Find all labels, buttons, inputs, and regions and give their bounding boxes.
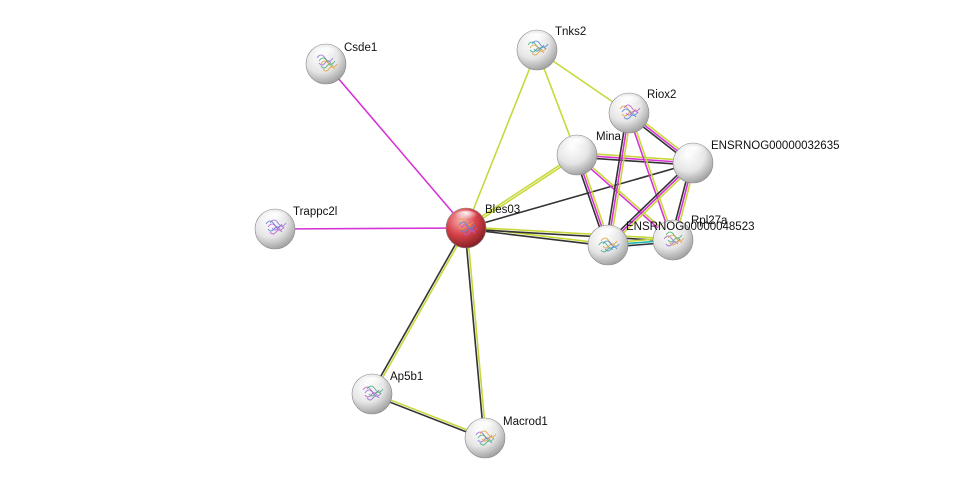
node-Csde1[interactable]: Csde1	[305, 42, 377, 85]
node-label: Riox2	[647, 89, 676, 101]
node-label: ENSRNOG00000048523	[626, 221, 755, 233]
edge-evidence-line	[465, 162, 694, 229]
node-highlight	[453, 210, 479, 224]
edge-evidence-line	[325, 63, 467, 229]
structure-ribbon	[460, 224, 478, 236]
node-label: Bles03	[485, 204, 520, 216]
node-label: Csde1	[344, 42, 377, 54]
node-highlight	[660, 222, 686, 236]
edge-evidence-line	[605, 112, 628, 245]
node-label: Tnks2	[555, 26, 586, 38]
edge-Mina-Rpl27a	[575, 153, 675, 242]
edge-Bles03-Csde1	[325, 63, 467, 229]
node-layer: Csde1 Tnks2Riox2MinaENSRNOG00000032635Rpl…	[254, 26, 840, 459]
node-Mina[interactable]: Mina	[556, 131, 622, 176]
node-highlight	[313, 46, 339, 60]
node-highlight	[680, 145, 706, 159]
node-Riox2[interactable]: Riox2	[608, 89, 676, 134]
node-highlight	[595, 227, 621, 241]
node-label: Macrod1	[503, 416, 548, 428]
node-highlight	[564, 137, 590, 151]
node-Tnks2[interactable]: Tnks2	[516, 26, 586, 71]
node-label: ENSRNOG00000032635	[711, 140, 840, 152]
edge-evidence-line	[370, 227, 466, 394]
node-label: Ap5b1	[390, 371, 423, 383]
edge-Riox2-Rpl27a	[627, 112, 675, 241]
edge-evidence-line	[577, 153, 675, 240]
edge-evidence-line	[627, 113, 673, 241]
node-ENSRNOG00000032635[interactable]: ENSRNOG00000032635	[672, 140, 840, 184]
structure-ribbon	[667, 234, 685, 246]
edge-Bles03-Mina	[464, 153, 579, 230]
edge-evidence-line	[274, 227, 467, 230]
edge-evidence-line	[465, 49, 538, 229]
node-Bles03[interactable]: Bles03	[445, 204, 520, 249]
node-highlight	[524, 32, 550, 46]
edge-evidence-line	[609, 113, 632, 246]
structure-ribbon	[364, 389, 382, 401]
structure-ribbon	[529, 44, 547, 56]
edge-Bles03-Rpl27a	[465, 226, 674, 242]
edge-Bles03-Macrod1	[464, 227, 487, 439]
node-Trappc2l[interactable]: Trappc2l	[254, 206, 337, 250]
edge-evidence-line	[466, 155, 579, 230]
edge-Riox2-ENSRNOG00000048523	[605, 112, 632, 246]
node-label: Trappc2l	[293, 206, 337, 218]
edge-evidence-line	[465, 228, 673, 242]
edge-evidence-line	[629, 112, 675, 240]
node-label: Mina	[596, 131, 622, 143]
node-Macrod1[interactable]: Macrod1	[464, 416, 548, 459]
edge-evidence-line	[575, 155, 673, 242]
node-highlight	[472, 420, 498, 434]
edge-evidence-line	[464, 153, 577, 228]
node-highlight	[359, 376, 385, 390]
structure-ribbon	[267, 223, 285, 235]
edge-evidence-line	[464, 228, 485, 439]
edge-Bles03-Trappc2l	[274, 227, 467, 230]
node-ENSRNOG00000048523[interactable]: ENSRNOG00000048523	[587, 221, 755, 266]
edge-evidence-line	[465, 228, 608, 247]
edge-evidence-line	[466, 226, 674, 240]
edge-evidence-line	[607, 112, 630, 246]
structure-ribbon	[477, 434, 495, 446]
node-highlight	[616, 95, 642, 109]
edge-Bles03-Ap5b1	[370, 227, 468, 395]
edge-Bles03-Tnks2	[465, 49, 538, 229]
structure-ribbon	[320, 60, 338, 72]
node-Ap5b1[interactable]: Ap5b1	[351, 371, 423, 415]
edge-Bles03-ENSRNOG00000032635	[465, 162, 694, 229]
edge-evidence-line	[466, 227, 487, 438]
node-label: Rpl27a	[691, 215, 728, 227]
structure-ribbon	[602, 240, 620, 252]
edge-evidence-line	[372, 228, 468, 395]
structure-ribbon	[621, 108, 639, 120]
node-Rpl27a[interactable]: Rpl27a	[652, 215, 728, 261]
node-highlight	[262, 211, 288, 225]
